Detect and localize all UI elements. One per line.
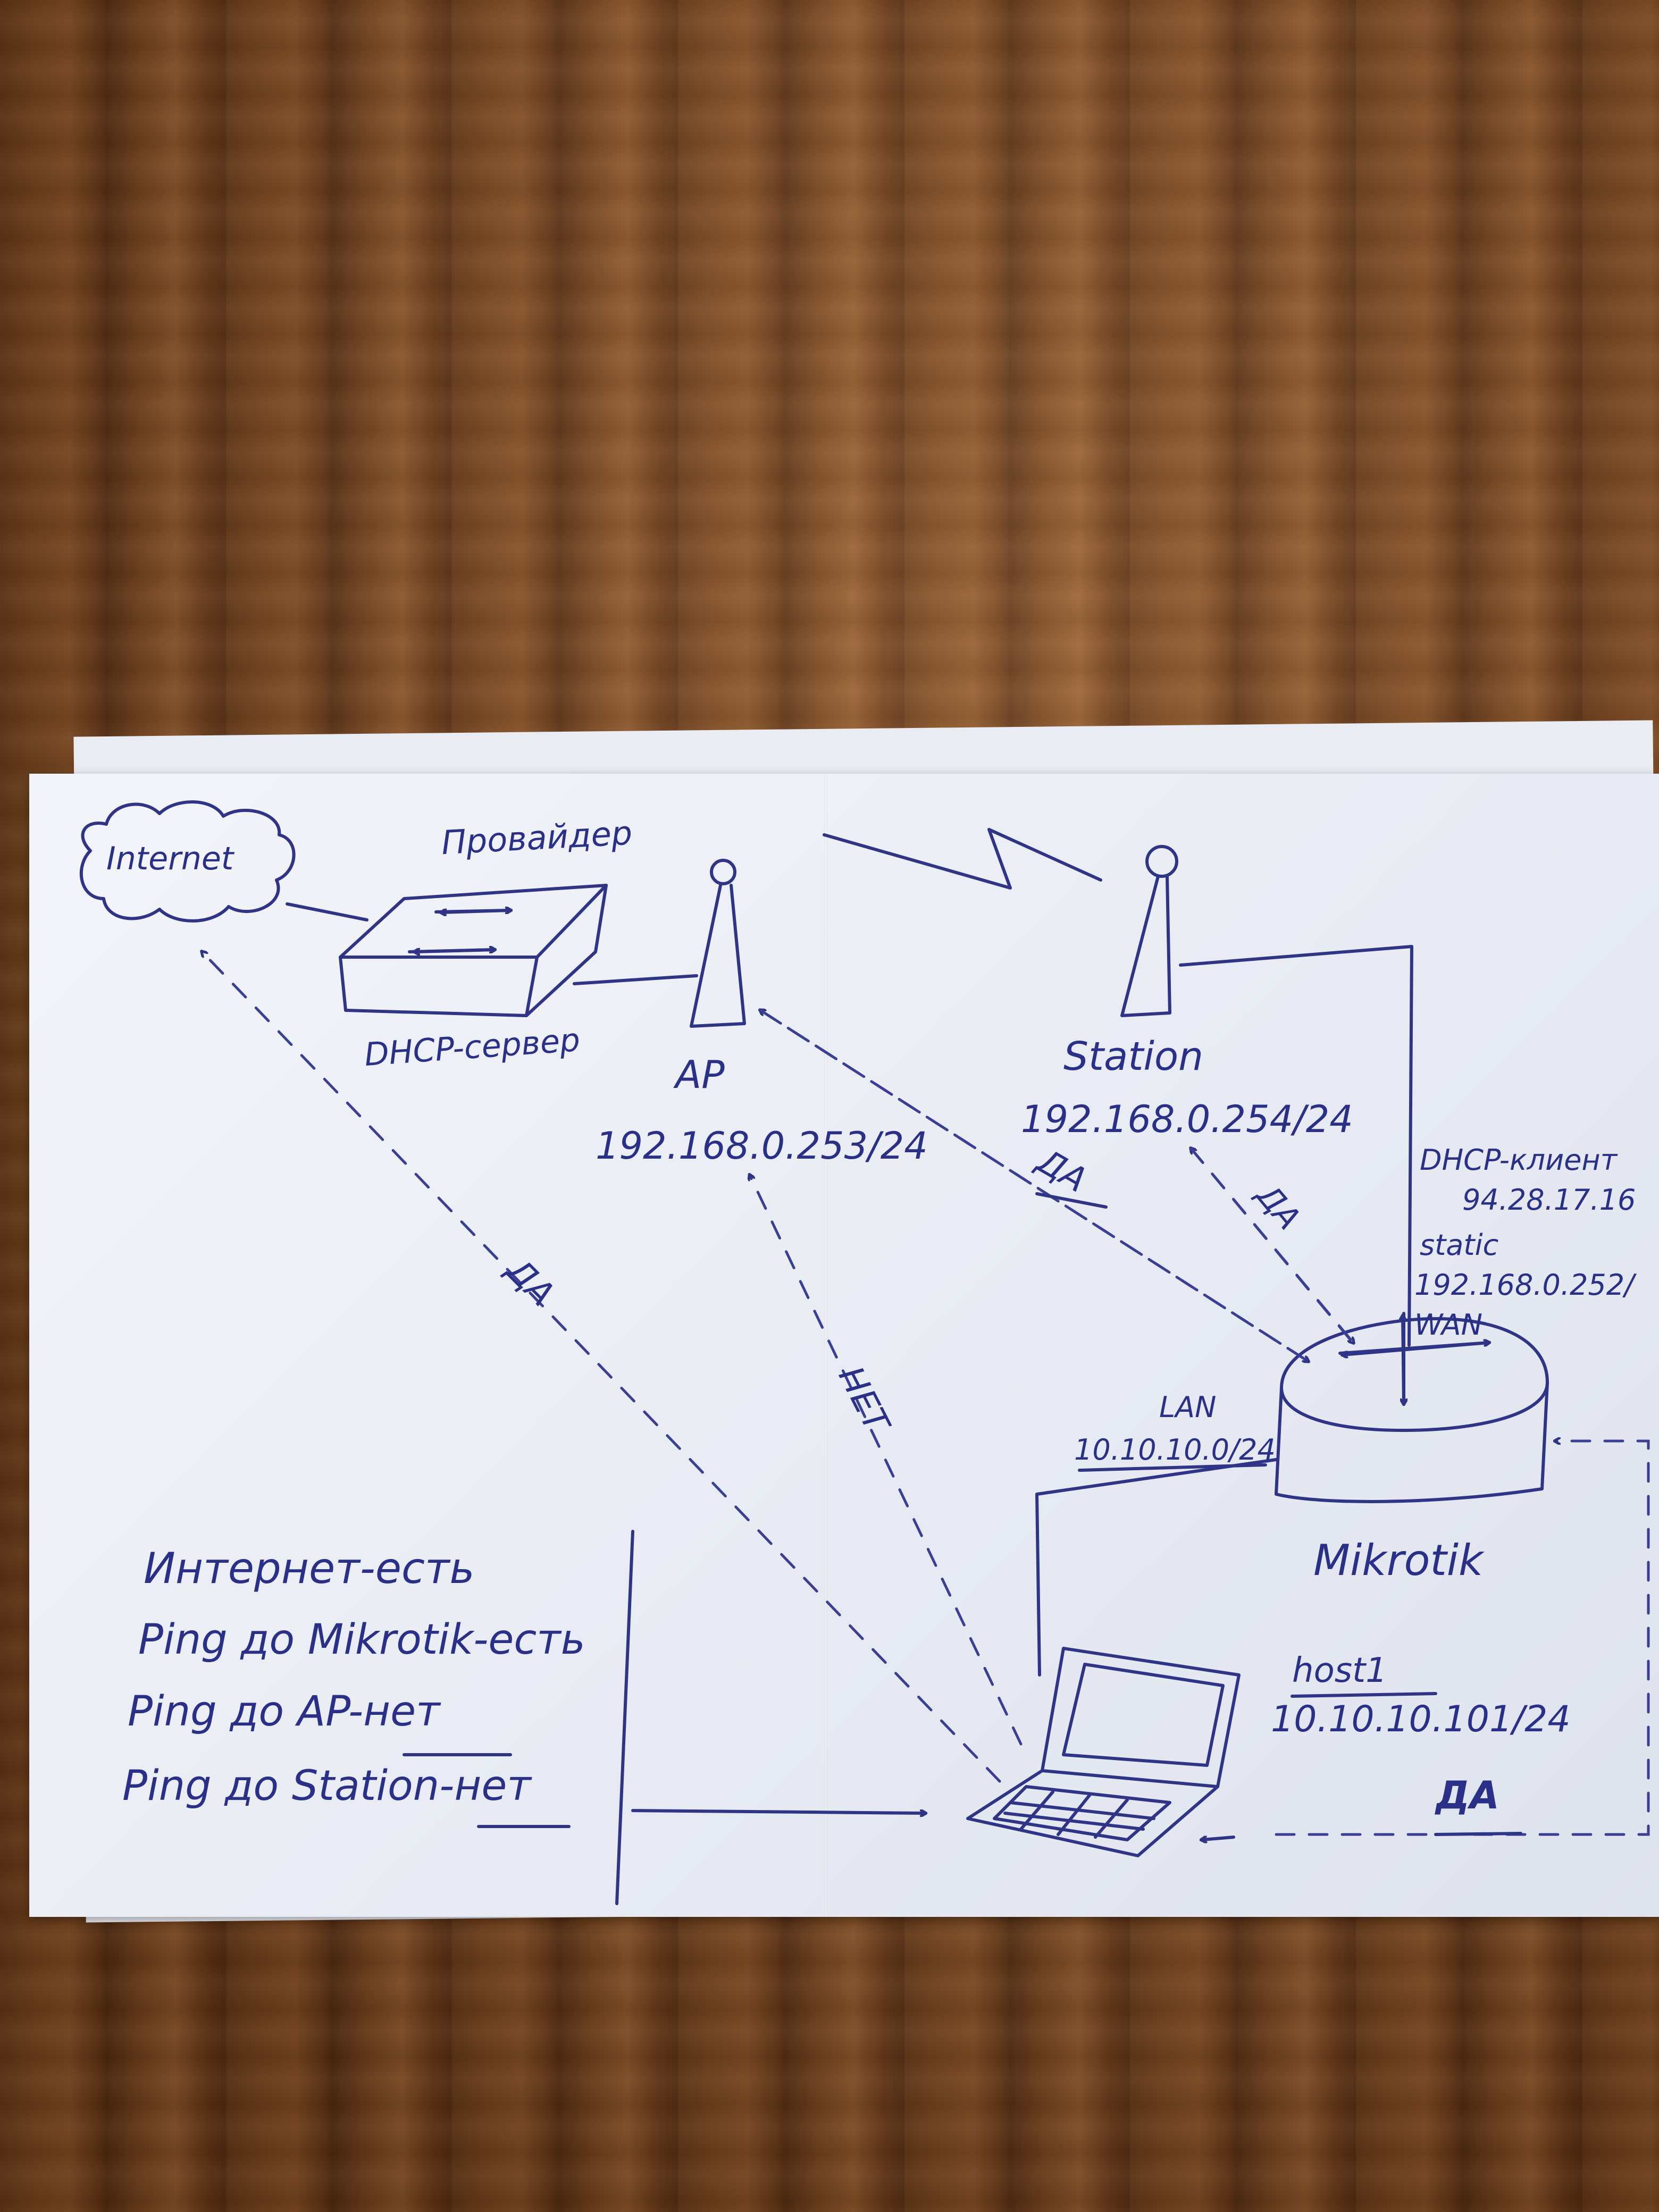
dhcp-client-ip: 94.28.17.16 (1462, 1183, 1636, 1217)
host1-name-label: host1 (1292, 1651, 1387, 1690)
mikrotik-router-icon (1275, 1312, 1549, 1503)
static-label: static (1420, 1228, 1499, 1262)
station-antenna-icon (1120, 845, 1178, 1017)
link-station-mikrotik-wan (1179, 945, 1413, 1347)
laptop-host-icon (966, 1647, 1241, 1857)
dashed-ap-mikrotik (759, 1009, 1308, 1361)
lan-label: LAN (1159, 1390, 1217, 1424)
dashed-host-internet (202, 952, 1001, 1783)
station-ip-label: 192.168.0.254/24 (1021, 1097, 1353, 1141)
lan-net-label: 10.10.10.0/24 (1074, 1433, 1276, 1467)
ap-antenna-icon (690, 859, 746, 1028)
dashed-host-ap (750, 1175, 1023, 1746)
underline-host1 (1291, 1692, 1437, 1698)
provider-switch-icon (339, 884, 608, 1017)
ap-ip-label: 192.168.0.253/24 (596, 1124, 928, 1168)
internet-label: Internet (106, 840, 234, 877)
note-ping-mikrotik: Ping до Mikrotik-есть (138, 1616, 585, 1664)
dashed-mikrotik-ap (760, 1010, 1310, 1363)
underline-mikrotik-ap-da (1035, 1192, 1108, 1209)
notes-arrow-to-host (631, 1809, 925, 1813)
note-internet: Интернет-есть (144, 1544, 475, 1593)
paper-fold-crease (824, 774, 827, 1917)
edge-label-mikrotik-host: ДА (1436, 1773, 1499, 1817)
internet-cloud-icon (79, 800, 296, 923)
station-name-label: Station (1063, 1034, 1204, 1079)
provider-label: Провайдер (440, 813, 633, 862)
wireless-link-zigzag (823, 828, 1102, 890)
dashed-station-mikrotik (1189, 1147, 1353, 1343)
note-ping-station: Ping до Station-нет (122, 1762, 531, 1810)
paper-sheet (29, 774, 1659, 1917)
link-internet-provider (286, 902, 368, 921)
wan-label: WAN (1414, 1308, 1483, 1342)
ap-name-label: AP (675, 1052, 725, 1097)
note-ping-ap: Ping до AP-нет (128, 1688, 440, 1736)
static-ip: 192.168.0.252/ (1414, 1268, 1635, 1302)
link-mikrotik-lan-host (1035, 1458, 1278, 1677)
dhcp-client-label: DHCP-клиент (1420, 1143, 1618, 1177)
underline-lan-net (1078, 1463, 1267, 1472)
link-provider-ap (573, 974, 698, 985)
mikrotik-name-label: Mikrotik (1313, 1536, 1484, 1585)
notes-divider-line (615, 1530, 634, 1905)
arrow-into-host (1202, 1836, 1235, 1840)
underline-host-da (1434, 1832, 1522, 1836)
host1-ip-label: 10.10.10.101/24 (1271, 1698, 1571, 1740)
dashed-host-mikrotik-loop (1275, 1441, 1650, 1836)
